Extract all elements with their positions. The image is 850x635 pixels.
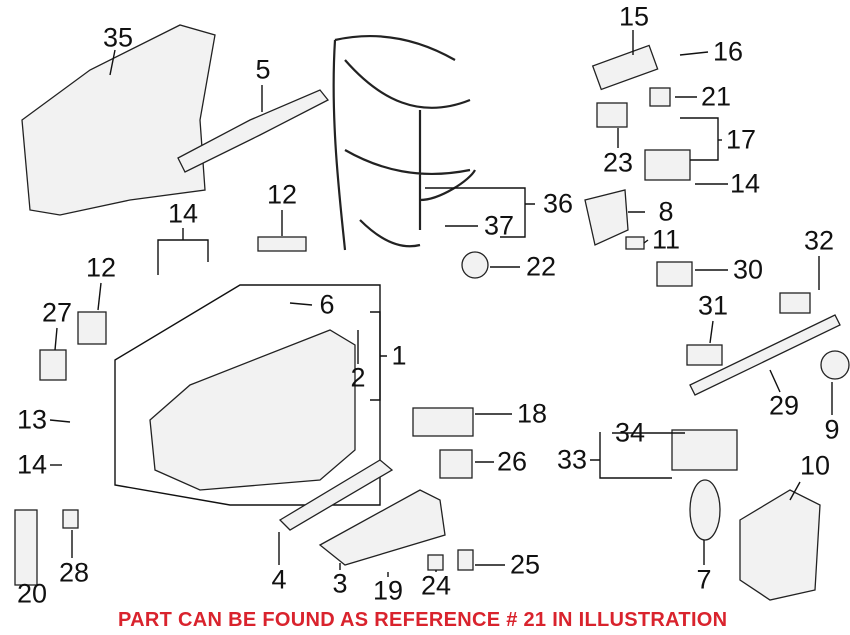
part-8-handle [584, 189, 629, 246]
part-10-speaker-cover [739, 489, 821, 601]
callout-12: 12 [266, 179, 298, 210]
part-32-switch [779, 292, 811, 314]
door-panel-box [114, 284, 381, 506]
part-15-bracket [591, 44, 659, 91]
part-35-insulation [21, 24, 216, 216]
callout-12: 12 [85, 252, 117, 283]
callout-37: 37 [483, 210, 515, 241]
callout-11: 11 [651, 224, 681, 255]
part-3-armrest-base [318, 489, 446, 566]
callout-27: 27 [41, 297, 73, 328]
callout-29: 29 [768, 390, 800, 421]
part-29-sill [689, 314, 841, 396]
callout-3: 3 [332, 568, 348, 599]
callout-14: 14 [729, 168, 761, 199]
part-20-switch [14, 509, 38, 586]
callout-16: 16 [712, 36, 744, 67]
callout-24: 24 [420, 570, 452, 601]
part-25-clip [457, 549, 474, 571]
callout-1: 1 [391, 340, 407, 371]
callout-5: 5 [255, 54, 271, 85]
part-26-switch [439, 449, 473, 479]
part-7-speaker [689, 479, 721, 541]
callout-6: 6 [319, 289, 335, 320]
part-23-switch [596, 102, 628, 128]
part-27-switch [39, 349, 67, 381]
callout-13: 13 [16, 404, 48, 435]
callout-26: 26 [496, 446, 528, 477]
callout-14: 14 [16, 449, 48, 480]
callout-25: 25 [509, 549, 541, 580]
callout-31: 31 [697, 290, 729, 321]
part-9-speaker-grille [820, 350, 850, 380]
leader-lines [49, 30, 833, 577]
callout-14: 14 [167, 198, 199, 229]
part-11-insert [625, 236, 645, 250]
callout-17: 17 [725, 124, 757, 155]
callout-36: 36 [542, 188, 574, 219]
callout-22: 22 [525, 251, 557, 282]
callout-4: 4 [271, 564, 287, 595]
part-22-cap [461, 251, 489, 279]
part-1-door-panel [149, 329, 356, 491]
part-28-switch [62, 509, 79, 529]
part-12b-bracket [257, 236, 307, 252]
part-31-module [686, 344, 723, 366]
part-5-trim-strip [177, 89, 330, 173]
callout-30: 30 [732, 254, 764, 285]
callout-32: 32 [803, 225, 835, 256]
callout-9: 9 [824, 414, 840, 445]
part-24-clip [427, 554, 444, 571]
callout-8: 8 [658, 196, 674, 227]
reference-note: PART CAN BE FOUND AS REFERENCE # 21 IN I… [118, 609, 728, 631]
callout-23: 23 [602, 147, 634, 178]
part-33-switch-pack [671, 429, 738, 471]
callout-28: 28 [58, 557, 90, 588]
callout-18: 18 [516, 398, 548, 429]
callout-20: 20 [16, 578, 48, 609]
part-21-switch [649, 87, 671, 107]
callout-34: 34 [614, 417, 646, 448]
part-17-housing [644, 149, 691, 181]
part-12-switch [77, 311, 107, 345]
callout-2: 2 [350, 362, 366, 393]
callout-19: 19 [372, 575, 404, 606]
part-4-armrest [278, 459, 394, 531]
wiring-harness [332, 34, 476, 251]
callout-33: 33 [556, 444, 588, 475]
callout-35: 35 [102, 22, 134, 53]
part-30-module [656, 261, 693, 287]
callout-7: 7 [696, 564, 712, 595]
callout-10: 10 [799, 450, 831, 481]
part-18-pocket [412, 407, 474, 437]
callout-21: 21 [700, 81, 732, 112]
callout-15: 15 [618, 1, 650, 32]
